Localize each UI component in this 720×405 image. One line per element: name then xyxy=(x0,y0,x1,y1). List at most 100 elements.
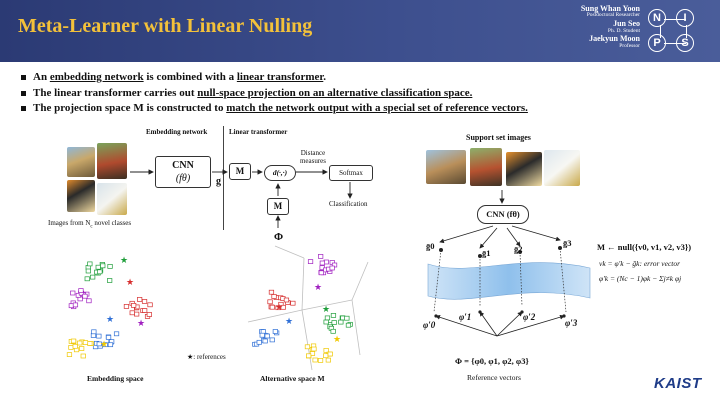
sample-marker xyxy=(318,270,324,276)
m-block: M xyxy=(229,163,251,180)
sample-marker xyxy=(259,332,265,338)
reference-star-icon: ★ xyxy=(333,335,341,345)
phi-prime-label: φ′3 xyxy=(565,318,578,328)
sample-marker xyxy=(317,358,324,363)
sample-marker xyxy=(312,357,318,363)
sample-marker xyxy=(123,304,130,309)
sample-marker xyxy=(256,339,262,345)
reference-update-equation: φ′k = (Nc − 1)φk − Σj≠k φj xyxy=(599,274,682,283)
logo-letter: I xyxy=(676,9,694,27)
alternative-space-label: Alternative space M xyxy=(260,374,325,383)
references-legend: ★: references xyxy=(187,353,226,361)
sample-marker xyxy=(82,293,88,299)
sample-marker xyxy=(271,294,277,299)
sample-marker xyxy=(113,331,120,337)
sample-marker xyxy=(70,338,77,344)
sample-marker xyxy=(275,305,281,311)
sample-marker xyxy=(96,341,102,347)
phi-prime-label: φ′1 xyxy=(459,312,472,322)
reference-vectors-label: Reference vectors xyxy=(467,373,521,382)
sample-marker xyxy=(107,264,113,269)
sample-marker xyxy=(79,346,85,351)
sample-marker xyxy=(91,329,97,335)
sample-marker xyxy=(323,348,329,353)
reference-star-icon: ★ xyxy=(322,305,330,315)
sample-marker xyxy=(77,340,83,346)
sample-marker xyxy=(269,304,275,310)
classification-label: Classification xyxy=(329,200,368,208)
images-caption: Images from Nc novel classes xyxy=(48,219,132,230)
distance-label: Distance measures xyxy=(299,149,327,165)
embedding-network-label: Embedding network xyxy=(146,128,208,136)
bullet-list: An embedding network is combined with a … xyxy=(20,70,710,117)
sample-marker xyxy=(72,343,78,349)
softmax-block: Softmax xyxy=(329,165,373,181)
reference-star-icon: ★ xyxy=(275,303,283,313)
bird-photo xyxy=(506,152,542,186)
g-bar-label: ḡ0 xyxy=(426,241,435,251)
logo-letter: P xyxy=(648,34,666,52)
sample-marker xyxy=(107,278,113,283)
sample-marker xyxy=(283,297,290,303)
sample-marker xyxy=(66,352,73,357)
g-bar-label: ḡ2 xyxy=(514,244,523,254)
null-space-equation: M ← null({v0, v1, v2, v3}) xyxy=(597,242,692,252)
sample-marker xyxy=(142,308,148,313)
header-banner: Meta-Learner with Linear Nulling Sung Wh… xyxy=(0,0,720,62)
sample-marker xyxy=(129,310,135,316)
phi-prime-label: φ′0 xyxy=(423,320,436,330)
bird-photo xyxy=(97,183,127,215)
kaist-logo: KAIST xyxy=(654,375,702,392)
sample-marker xyxy=(85,268,91,274)
bullet-item: The projection space M is constructed to… xyxy=(20,101,710,117)
sample-marker xyxy=(330,313,337,318)
cnn-block: CNN (fθ) xyxy=(477,205,529,224)
sample-marker xyxy=(78,288,84,293)
sample-marker xyxy=(146,312,152,317)
sample-marker xyxy=(319,260,325,266)
sample-marker xyxy=(318,254,324,259)
bullet-item: The linear transformer carries out null-… xyxy=(20,86,710,102)
m-block: M xyxy=(267,198,289,215)
sample-marker xyxy=(311,346,317,352)
sample-marker xyxy=(264,333,270,339)
sample-marker xyxy=(304,344,311,350)
reference-star-icon: ★ xyxy=(285,317,293,327)
sample-marker xyxy=(267,299,273,305)
sample-marker xyxy=(84,276,90,282)
distance-block: d(·,·) xyxy=(264,165,296,181)
sample-marker xyxy=(331,320,337,325)
cnn-block: CNN (fθ) xyxy=(155,156,211,188)
phi-set-equation: Φ = {φ0, φ1, φ2, φ3} xyxy=(455,356,529,366)
sample-marker xyxy=(344,315,350,321)
error-vector-equation: vk = φ′k − ḡk: error vector xyxy=(599,259,681,268)
author-list: Sung Whan Yoon Postdoctoral Researcher J… xyxy=(562,4,640,50)
sample-marker xyxy=(82,340,89,345)
sample-marker xyxy=(86,298,92,304)
divider xyxy=(223,126,224,230)
reference-star-icon: ★ xyxy=(106,315,114,325)
sample-marker xyxy=(80,353,86,359)
linear-transformer-label: Linear transformer xyxy=(229,128,288,136)
reference-star-icon: ★ xyxy=(137,319,145,329)
author-role: Ph. D. Student xyxy=(607,27,640,34)
sample-marker xyxy=(90,274,96,280)
phi-prime-label: φ′2 xyxy=(523,312,536,322)
sample-marker xyxy=(137,297,143,302)
lab-logo: N I P S xyxy=(646,5,716,57)
sample-marker xyxy=(338,319,344,325)
sample-marker xyxy=(72,302,79,308)
g-bar-label: ḡ1 xyxy=(482,248,491,258)
sample-marker xyxy=(262,338,268,344)
embedding-space-label: Embedding space xyxy=(87,374,144,383)
author-role: Professor xyxy=(619,42,640,49)
logo-letter: N xyxy=(648,9,666,27)
bird-photo xyxy=(67,147,95,177)
g-bar-label: ḡ3 xyxy=(563,238,572,248)
bird-photo xyxy=(67,180,95,212)
sample-marker xyxy=(102,342,108,348)
support-set-label: Support set images xyxy=(466,133,531,142)
